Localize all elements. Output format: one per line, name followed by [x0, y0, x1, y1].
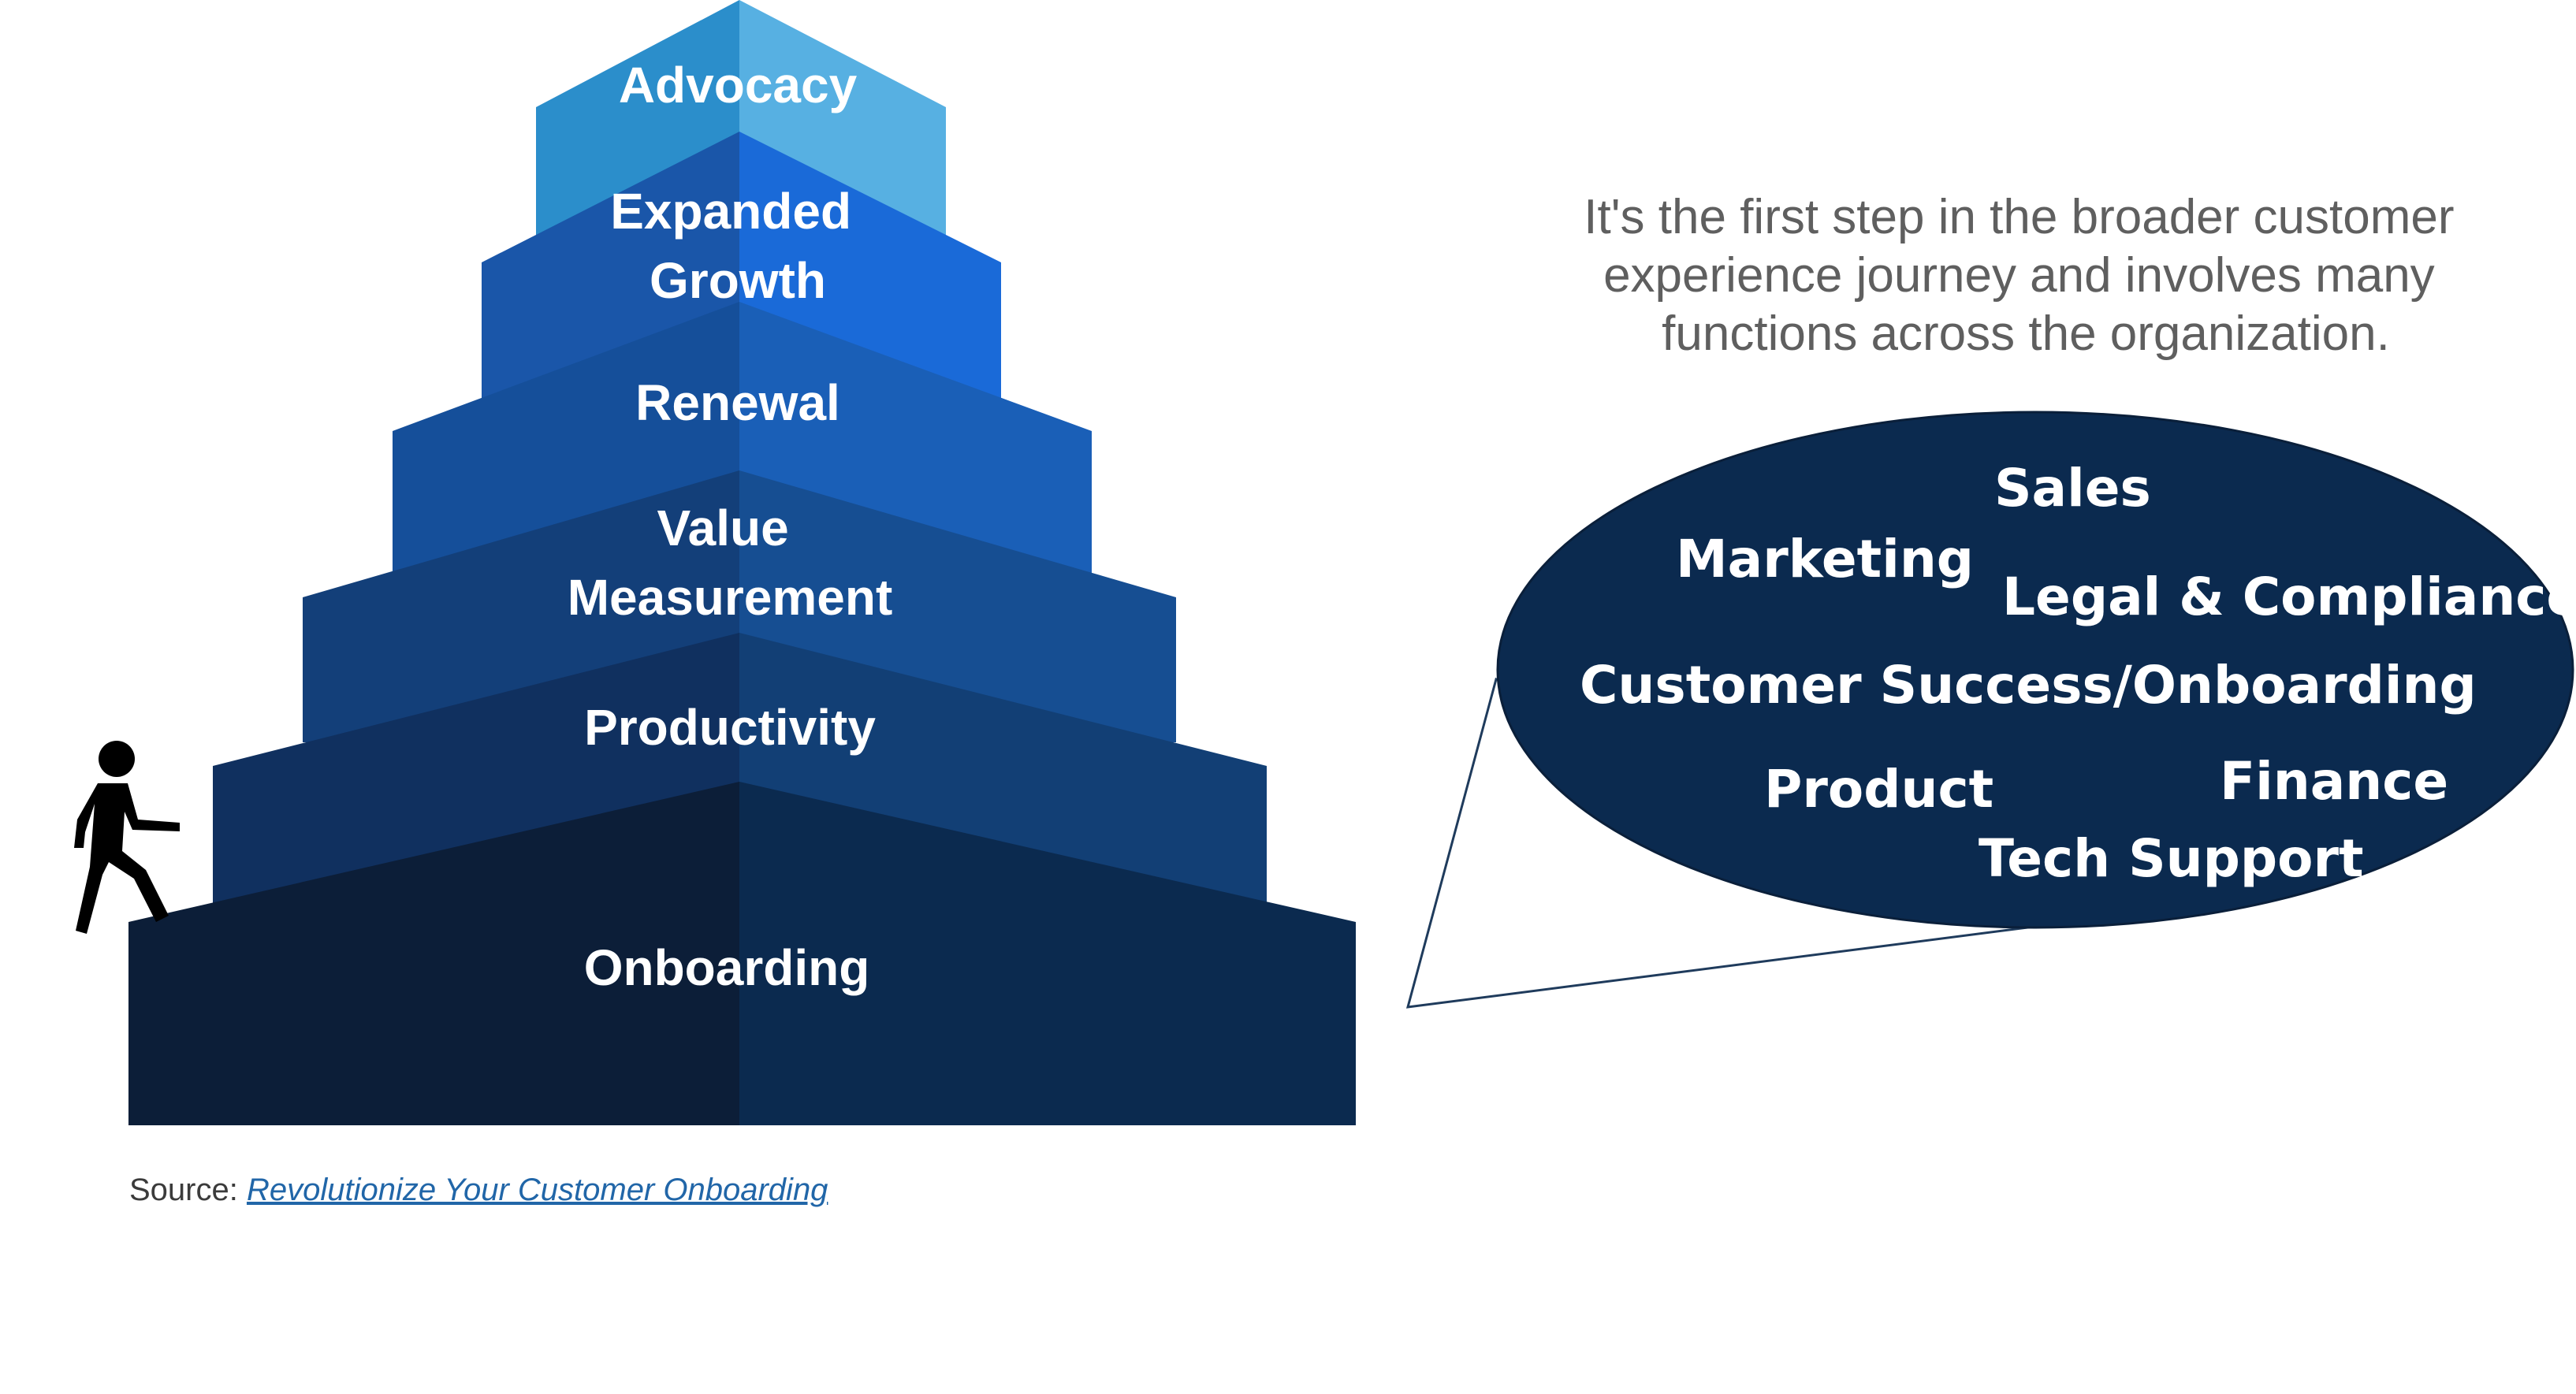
step-label-productivity: Productivity — [584, 699, 876, 756]
intro-text-line: functions across the organization. — [1662, 307, 2390, 361]
function-tech-support: Tech Support — [1979, 828, 2364, 889]
function-finance: Finance — [2220, 751, 2448, 812]
speech-bubble-ellipse — [1496, 411, 2574, 929]
intro-text-line: It's the first step in the broader custo… — [1584, 190, 2454, 244]
staircase-pyramid — [128, 0, 1356, 1125]
step-label-value-measurement: Value Measurement — [568, 500, 893, 626]
step-label-renewal: Renewal — [635, 374, 840, 431]
step-label-line: Growth — [650, 252, 826, 309]
step-label-line: Onboarding — [584, 939, 870, 996]
function-labels: Sales Marketing Legal & Compliance Custo… — [1580, 458, 2576, 889]
step-onboarding-left — [128, 782, 739, 1125]
intro-text-line: experience journey and involves many — [1603, 248, 2435, 303]
step-label-line: Advocacy — [619, 57, 858, 113]
function-sales: Sales — [1994, 458, 2151, 519]
step-labels: Advocacy Expanded Growth Renewal Value M… — [568, 57, 893, 996]
source-citation: Source: Revolutionize Your Customer Onbo… — [129, 1173, 828, 1208]
step-onboarding-right — [739, 782, 1356, 1125]
source-link[interactable]: Revolutionize Your Customer Onboarding — [246, 1173, 828, 1207]
function-legal-compliance: Legal & Compliance — [2002, 567, 2576, 627]
step-onboarding — [128, 782, 1356, 1125]
function-marketing: Marketing — [1676, 529, 1974, 589]
function-customer-success-onboarding: Customer Success/Onboarding — [1580, 655, 2477, 716]
functions-speech-bubble: Sales Marketing Legal & Compliance Custo… — [1405, 411, 2576, 1009]
intro-text: It's the first step in the broader custo… — [1584, 190, 2467, 361]
step-label-onboarding: Onboarding — [584, 939, 870, 996]
step-label-expanded-growth: Expanded Growth — [610, 183, 865, 309]
step-label-line: Measurement — [568, 569, 893, 626]
step-label-advocacy: Advocacy — [619, 57, 858, 113]
source-prefix: Source: — [129, 1173, 247, 1207]
step-label-line: Expanded — [610, 183, 851, 240]
person-walking-icon — [74, 741, 180, 934]
step-label-line: Value — [657, 500, 789, 556]
function-product: Product — [1764, 759, 1993, 820]
step-label-line: Renewal — [635, 374, 840, 431]
step-label-line: Productivity — [584, 699, 876, 756]
